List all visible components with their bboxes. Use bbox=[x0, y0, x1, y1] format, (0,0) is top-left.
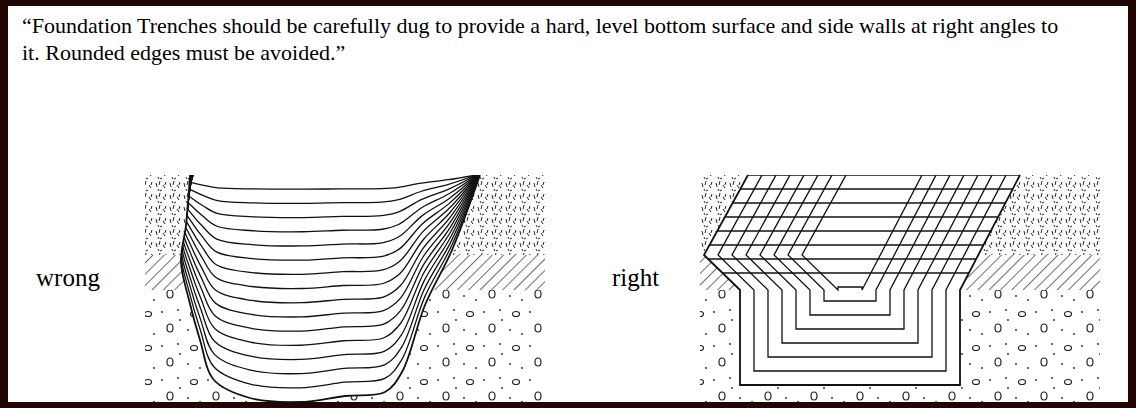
fill-layer-line bbox=[802, 160, 922, 290]
fill-layer-line bbox=[774, 160, 950, 315]
quote-heading: “Foundation Trenches should be carefully… bbox=[22, 12, 1062, 66]
fill-layer-line bbox=[690, 202, 1040, 203]
fill-layer-line bbox=[182, 175, 479, 345]
trench-fill bbox=[181, 175, 480, 402]
trench-fill bbox=[704, 175, 1020, 385]
fill-layer-line bbox=[182, 175, 480, 360]
fill-layer-line bbox=[182, 175, 479, 331]
fill-layer-line bbox=[184, 175, 477, 218]
fill-layer-line bbox=[183, 175, 478, 274]
trench-outline bbox=[181, 175, 480, 402]
fill-layers bbox=[181, 175, 480, 388]
fill-layer-line bbox=[184, 175, 476, 203]
fill-layer-line bbox=[184, 175, 477, 232]
fill-layers bbox=[690, 160, 1040, 371]
fill-layer-line bbox=[690, 188, 1040, 189]
verdict-label: wrong bbox=[36, 264, 100, 292]
ground-section-right bbox=[690, 160, 1100, 402]
fill-layer-line bbox=[690, 258, 1040, 259]
fill-layer-line bbox=[690, 174, 1040, 175]
fill-layer-line bbox=[183, 175, 477, 260]
fill-layer-line bbox=[718, 160, 1006, 371]
fill-layer-line bbox=[182, 175, 478, 317]
fill-layer-line bbox=[690, 272, 1040, 273]
fill-layer-line bbox=[185, 175, 477, 189]
fill-layer-line bbox=[183, 175, 479, 303]
fill-layer-line bbox=[183, 175, 478, 289]
trench-outline bbox=[704, 175, 1020, 385]
fill-layer-line bbox=[181, 175, 480, 388]
fill-layer-line bbox=[690, 244, 1040, 245]
fill-layer-line bbox=[690, 216, 1040, 217]
fill-layer-line bbox=[184, 175, 478, 246]
fill-layer-line bbox=[690, 230, 1040, 231]
fill-layer-line bbox=[181, 175, 479, 374]
ground-section-wrong bbox=[145, 175, 545, 402]
verdict-label: right bbox=[612, 264, 659, 292]
fill-layer-line bbox=[746, 160, 978, 343]
